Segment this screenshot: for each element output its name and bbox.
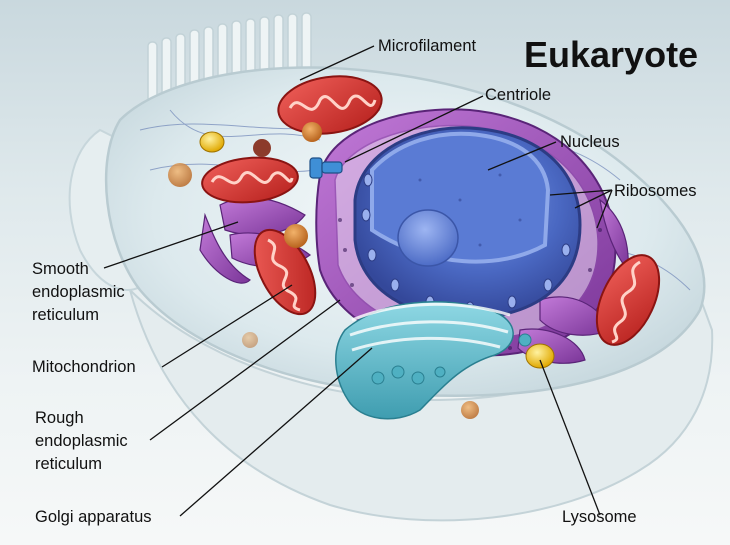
label-centriole: Centriole	[485, 84, 551, 107]
label-lysosome: Lysosome	[562, 506, 637, 529]
label-golgi-apparatus: Golgi apparatus	[35, 506, 152, 529]
label-rough-er-line-1: Rough	[35, 407, 128, 430]
label-nucleus: Nucleus	[560, 131, 620, 154]
label-smooth-er-line-3: reticulum	[32, 304, 125, 327]
nucleolus	[398, 210, 458, 266]
label-ribosomes: Ribosomes	[614, 180, 697, 203]
label-mitochondrion: Mitochondrion	[32, 356, 136, 379]
diagram-title: Eukaryote	[524, 34, 698, 76]
label-rough-er: Rough endoplasmic reticulum	[35, 407, 128, 476]
label-rough-er-line-2: endoplasmic	[35, 430, 128, 453]
label-smooth-er-line-1: Smooth	[32, 258, 125, 281]
nucleus	[355, 128, 580, 318]
label-smooth-er-line-2: endoplasmic	[32, 281, 125, 304]
label-rough-er-line-3: reticulum	[35, 453, 128, 476]
label-smooth-er: Smooth endoplasmic reticulum	[32, 258, 125, 327]
label-microfilament: Microfilament	[378, 35, 476, 58]
